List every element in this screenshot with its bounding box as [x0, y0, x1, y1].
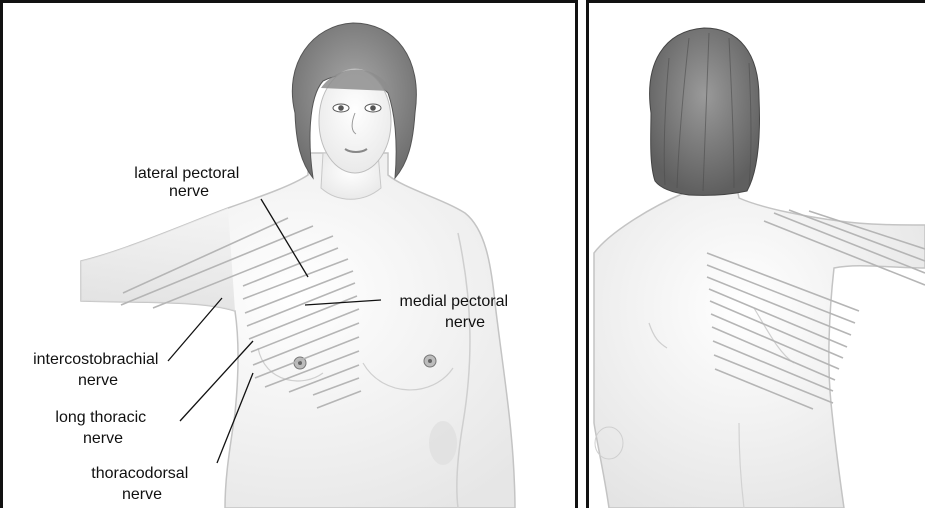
label-lateral-pectoral: lateral pectoral nerve — [134, 165, 243, 200]
leader-intercostobrachial — [168, 298, 222, 361]
label-long-thoracic: long thoracic nerve — [55, 409, 150, 447]
label-thoracodorsal: thoracodorsal nerve — [91, 465, 192, 503]
back-view-panel — [586, 0, 925, 508]
front-view-figure: lateral pectoral nerve medial pectoral n… — [3, 3, 575, 508]
back-view-figure — [589, 3, 925, 508]
left-arm-shade — [81, 208, 235, 311]
back-hair — [650, 28, 760, 195]
label-intercostobrachial: intercostobrachial nerve — [33, 351, 163, 389]
front-view-panel: lateral pectoral nerve medial pectoral n… — [0, 0, 578, 508]
back-silhouette — [594, 173, 925, 508]
